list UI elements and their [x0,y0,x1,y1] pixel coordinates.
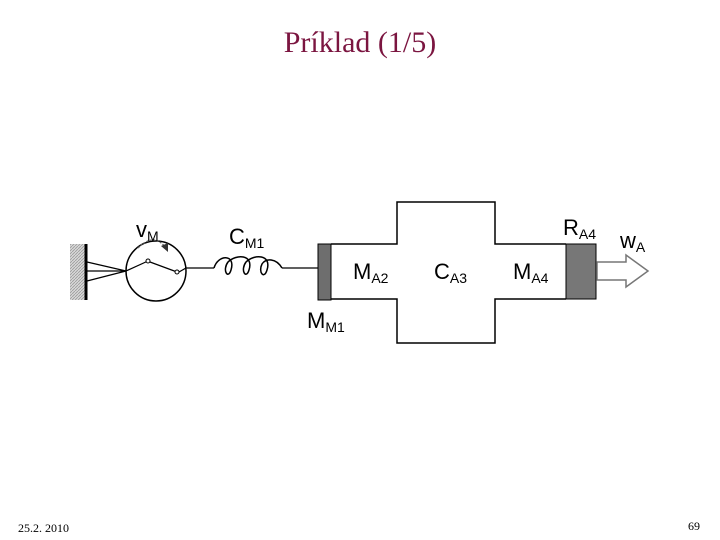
ground-wall [70,244,88,300]
label-vm: vM [136,217,159,244]
label-mm1: MM1 [307,308,345,335]
velocity-source [125,240,187,302]
rotation-arrow-icon [137,239,168,252]
piston-ra4-block [565,243,597,300]
flow-arrow-icon [596,253,650,289]
ground-connection [86,261,127,282]
mass-mm1-block [317,243,332,301]
label-ca3: CA3 [434,259,467,286]
chamber-outline [331,201,566,344]
footer-date: 25.2. 2010 [18,521,69,535]
label-ra4: RA4 [563,215,596,242]
label-wa: wA [619,228,646,255]
label-ma2: MA2 [353,259,389,286]
slide-title: Príklad (1/5) [283,26,437,59]
label-ma4: MA4 [513,259,549,286]
spring-cm1 [213,256,283,276]
page-number: 69 [688,519,700,533]
label-cm1: CM1 [229,224,265,251]
